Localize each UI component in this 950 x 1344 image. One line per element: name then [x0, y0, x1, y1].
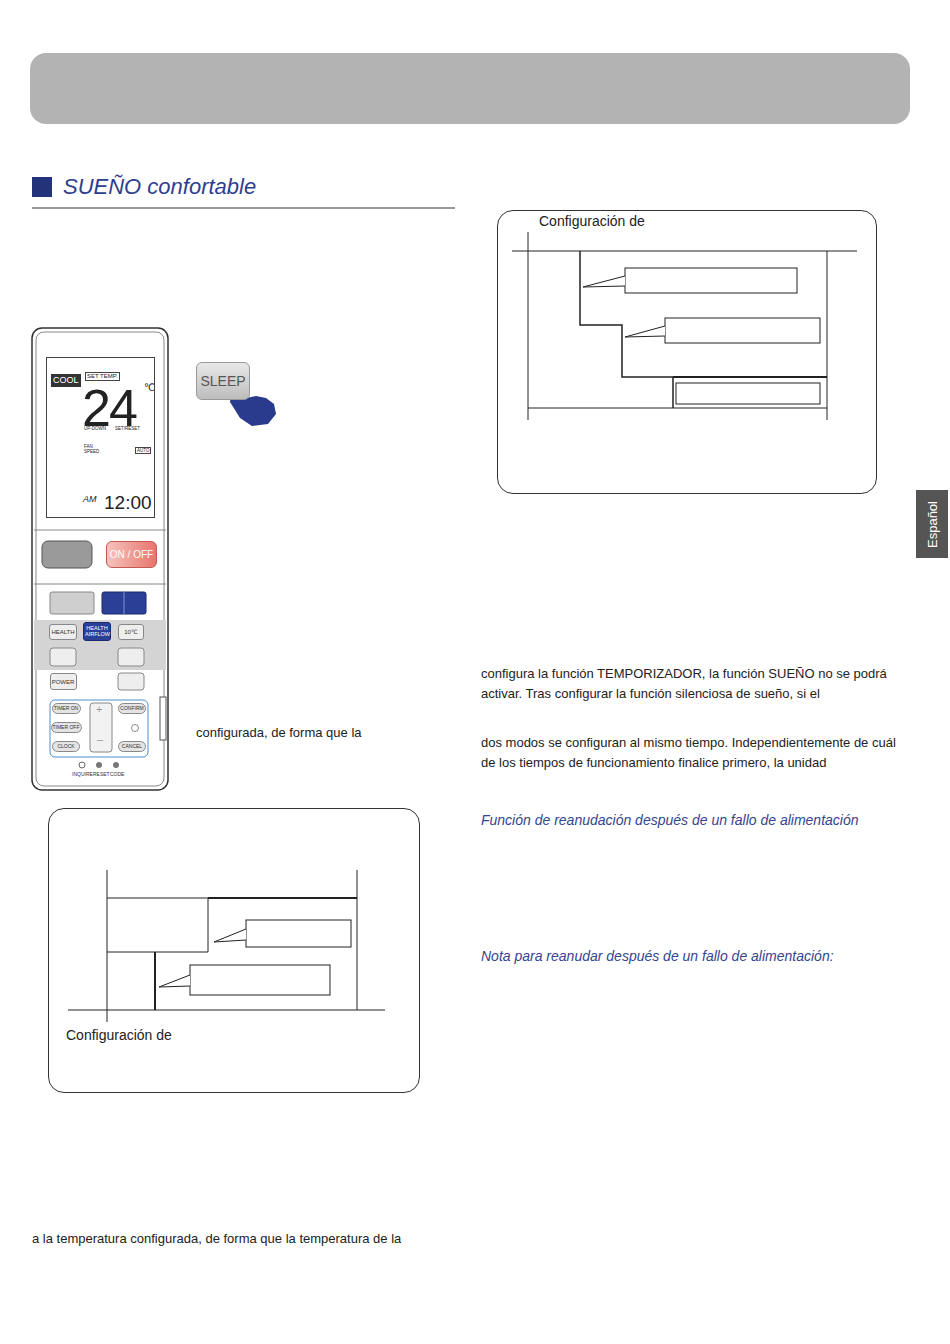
- node-text: SET TEMP.: [85, 372, 120, 381]
- node-text: COOL: [51, 374, 81, 387]
- remote-button: TIMER OFF: [51, 722, 82, 733]
- body-text: configura la función TEMPORIZADOR, la fu…: [481, 664, 913, 704]
- button: [50, 592, 94, 614]
- indicator: [132, 725, 139, 732]
- mode-button: [42, 541, 92, 568]
- pin-hole: [79, 762, 85, 768]
- node-text: AM: [83, 494, 97, 505]
- lcd-display: COOLSET TEMP.24℃UP-DOWNSET/RESETFAN SPEE…: [46, 357, 155, 518]
- node-text: UP-DOWN: [84, 427, 106, 432]
- node-text: TIMER OFF: [53, 725, 80, 730]
- pin-hole: [96, 762, 102, 768]
- chart-frame: Configuración de: [48, 808, 420, 1093]
- remote-inner: [36, 332, 164, 786]
- node-text: Configuración de: [66, 1027, 172, 1044]
- body-text: dos modos se configuran al mismo tiempo.…: [481, 733, 913, 773]
- header-bar: [30, 53, 910, 124]
- button: [50, 648, 76, 666]
- remote-button: CANCEL: [118, 741, 146, 752]
- node-text: CONFIRM: [120, 706, 143, 711]
- pin-label: INQUIRE: [72, 771, 93, 777]
- remote-button: TIMER ON: [52, 703, 81, 714]
- node-text: 10℃: [124, 629, 137, 635]
- heading-marker: [32, 177, 52, 197]
- sleep-chart-right: [512, 232, 857, 420]
- sleep-chart-left: [68, 870, 385, 1022]
- node-text: SET/RESET: [115, 427, 140, 432]
- node-text: AUTO: [135, 447, 151, 454]
- node-text: Español: [926, 501, 939, 548]
- node-text: 12:00: [104, 493, 152, 512]
- node-text: ℃: [144, 382, 155, 394]
- remote-seam: [34, 530, 166, 531]
- button: [118, 673, 144, 690]
- button-band: [34, 620, 166, 670]
- chart-frame: Configuración de: [497, 210, 877, 494]
- node-text: HEALTH: [51, 629, 74, 635]
- pin-label: RESET: [93, 771, 110, 777]
- button: [102, 592, 146, 614]
- button: [118, 648, 144, 666]
- pin-hole: [113, 762, 119, 768]
- node-text: CLOCK: [57, 744, 74, 749]
- pin-label: CODE: [110, 771, 124, 777]
- subheading: Nota para reanudar después de un fallo d…: [481, 948, 834, 965]
- node-text: POWER: [52, 679, 75, 685]
- plus-sign: +: [96, 703, 102, 716]
- button-split: [124, 592, 125, 614]
- heading-rule: [32, 207, 455, 209]
- temp-rocker: [90, 703, 112, 752]
- node-text: FAN SPEED: [84, 445, 98, 455]
- node-text: Configuración de: [539, 213, 645, 230]
- page-heading: SUEÑO confortable: [63, 174, 256, 200]
- remote-button: 10℃: [118, 624, 144, 640]
- node-text: TIMER ON: [54, 706, 78, 711]
- node-text: ON / OFF: [110, 550, 153, 560]
- node-text: HEALTH AIRFLOW: [85, 626, 109, 637]
- minus-sign: –: [97, 733, 103, 746]
- remote-button: CONFIRM: [118, 703, 146, 714]
- node-text: SLEEP: [200, 374, 245, 388]
- node-text: CANCEL: [122, 744, 142, 749]
- remote-button: CLOCK: [52, 741, 80, 752]
- body-text: a la temperatura configurada, de forma q…: [32, 1229, 464, 1249]
- language-tab: Español: [916, 490, 948, 558]
- side-switch: [160, 697, 166, 740]
- sleep-button: SLEEP: [196, 362, 250, 400]
- remote-seam: [34, 584, 166, 585]
- remote-button: HEALTH: [49, 624, 77, 640]
- remote-body: [32, 328, 168, 790]
- body-text: configurada, de forma que la: [196, 723, 446, 743]
- remote-button: POWER: [50, 673, 77, 690]
- timer-group: [50, 700, 148, 757]
- subheading: Función de reanudación después de un fal…: [481, 812, 859, 829]
- remote-button: HEALTH AIRFLOW: [83, 622, 111, 641]
- power-button: ON / OFF: [106, 541, 157, 568]
